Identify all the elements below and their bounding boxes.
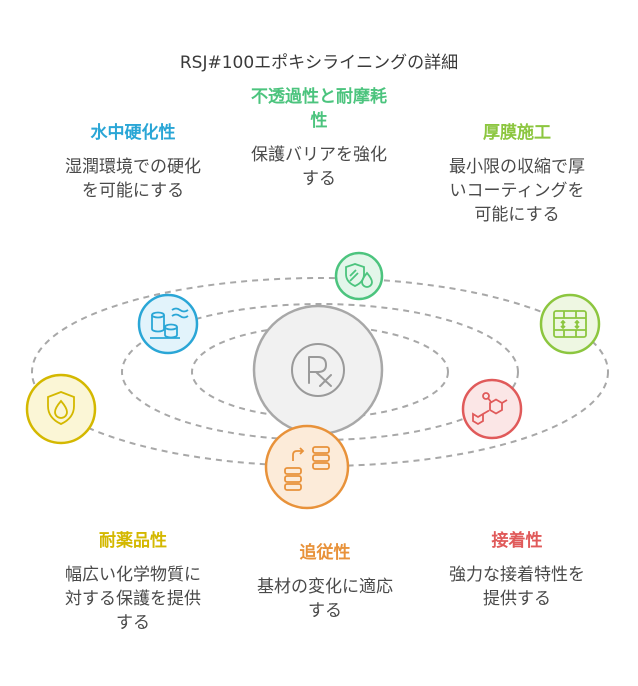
desc-line: 可能にする: [474, 205, 560, 225]
page-title: RSJ#100エポキシライニングの詳細: [179, 53, 459, 73]
desc-line: 最小限の収縮で厚: [449, 157, 585, 177]
feature-desc: 幅広い化学物質に 対する保護を提供 する: [33, 563, 233, 635]
desc-line: 基材の変化に適応: [257, 577, 393, 597]
desc-line: 提供する: [483, 589, 551, 609]
feature-desc: 強力な接着特性を 提供する: [417, 563, 617, 611]
feature-title: 水中硬化性: [90, 123, 176, 143]
rx-prescription-icon: [291, 343, 345, 397]
desc-line: 湿潤環境での硬化: [65, 157, 201, 177]
feature-title: 追従性: [299, 543, 351, 563]
desc-line: する: [308, 601, 342, 621]
feature-adhesion: 接着性 強力な接着特性を 提供する: [417, 529, 617, 611]
node-underwater: [137, 293, 199, 355]
desc-line: する: [116, 613, 150, 633]
node-impermeable: [334, 251, 384, 301]
feature-title: 接着性: [491, 531, 543, 551]
desc-line: 強力な接着特性を: [449, 565, 585, 585]
database-swap-icon: [284, 446, 330, 491]
desc-line: 保護バリアを強化: [251, 145, 387, 165]
node-chemical: [25, 373, 97, 445]
molecule-icon: [472, 392, 508, 426]
feature-conform: 追従性 基材の変化に適応 する: [225, 541, 425, 623]
node-conform: [264, 424, 350, 510]
feature-impermeable: 不透過性と耐摩耗 性 保護バリアを強化 する: [219, 85, 419, 191]
desc-line: 対する保護を提供: [65, 589, 201, 609]
title-line: 性: [310, 111, 328, 131]
feature-desc: 保護バリアを強化 する: [219, 143, 419, 191]
feature-thickfilm: 厚膜施工 最小限の収縮で厚 いコーティングを 可能にする: [417, 121, 617, 227]
feature-desc: 基材の変化に適応 する: [225, 575, 425, 623]
desc-line: を可能にする: [81, 181, 185, 201]
title-line: 不透過性と耐摩耗: [251, 87, 387, 107]
center-node: [252, 304, 384, 436]
shield-drop-icon: [345, 263, 373, 288]
feature-title: 不透過性と耐摩耗 性: [219, 85, 419, 133]
feature-desc: 湿潤環境での硬化 を可能にする: [33, 155, 233, 203]
feature-title: 厚膜施工: [483, 123, 551, 143]
layer-table-icon: [553, 310, 587, 338]
feature-title: 耐薬品性: [99, 531, 167, 551]
node-adhesion: [461, 378, 523, 440]
shield-drop-icon: [47, 391, 75, 425]
desc-line: 幅広い化学物質に: [65, 565, 201, 585]
feature-underwater: 水中硬化性 湿潤環境での硬化 を可能にする: [33, 121, 233, 203]
feature-chemical: 耐薬品性 幅広い化学物質に 対する保護を提供 する: [33, 529, 233, 635]
feature-desc: 最小限の収縮で厚 いコーティングを 可能にする: [417, 155, 617, 227]
node-thickfilm: [539, 293, 601, 355]
desc-line: いコーティングを: [449, 181, 585, 201]
underwater-barrels-icon: [150, 307, 189, 339]
desc-line: する: [302, 169, 336, 189]
